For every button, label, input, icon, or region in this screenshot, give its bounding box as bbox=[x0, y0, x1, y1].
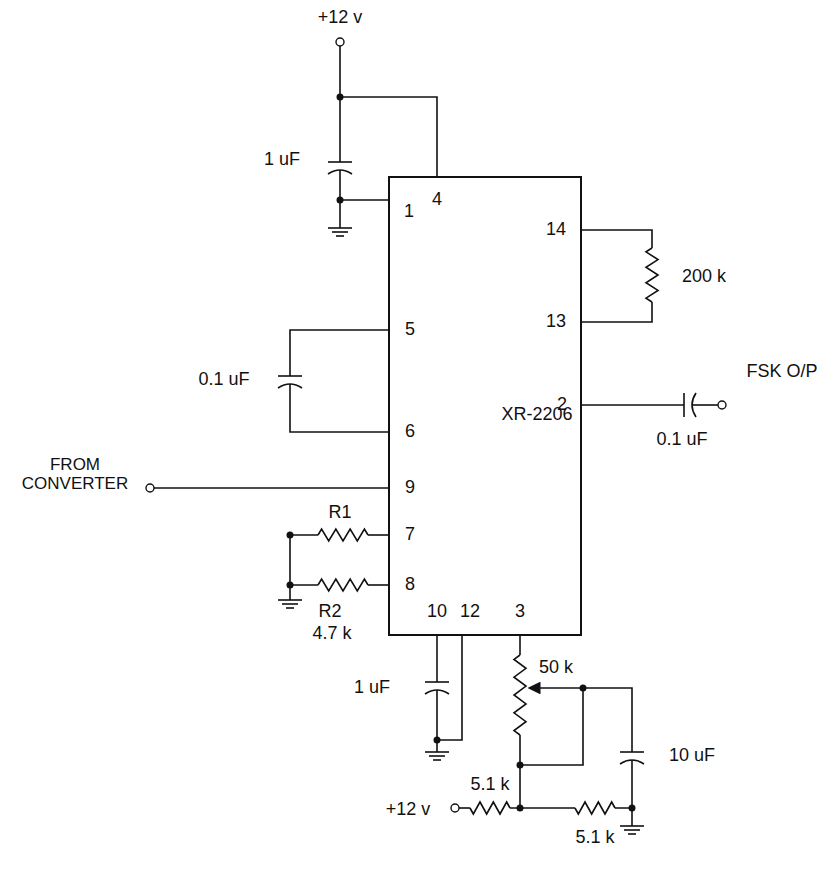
wire bbox=[437, 636, 462, 740]
wire bbox=[692, 404, 718, 406]
pin-number: 12 bbox=[460, 602, 480, 622]
terminal bbox=[451, 804, 459, 812]
ic-package: XR-2206 bbox=[388, 176, 582, 636]
terminal bbox=[718, 401, 726, 409]
ground-symbol bbox=[429, 755, 445, 757]
wire bbox=[340, 46, 437, 176]
pin-number: 7 bbox=[405, 525, 415, 545]
ground-symbol bbox=[328, 227, 352, 229]
pin-number: 14 bbox=[546, 220, 566, 240]
capacitor-plate bbox=[278, 375, 302, 377]
wire bbox=[519, 636, 521, 655]
component-name: R2 bbox=[318, 602, 341, 622]
ground-symbol bbox=[628, 833, 636, 835]
wire bbox=[615, 808, 632, 826]
wire bbox=[340, 170, 388, 200]
wire bbox=[436, 636, 438, 682]
pin-number: 13 bbox=[546, 312, 566, 332]
wire bbox=[520, 688, 583, 765]
junction-dot bbox=[517, 805, 524, 812]
resistor-symbol bbox=[575, 802, 615, 814]
pin-number: 3 bbox=[515, 602, 525, 622]
junction-dot bbox=[287, 582, 294, 589]
wire bbox=[582, 230, 652, 248]
component-value: 10 uF bbox=[669, 746, 715, 766]
ground-symbol bbox=[282, 603, 298, 605]
junction-dot bbox=[287, 532, 294, 539]
component-value: 1 uF bbox=[264, 150, 300, 170]
wire bbox=[583, 688, 632, 752]
component-value: 4.7 k bbox=[312, 624, 351, 644]
junction-dot bbox=[629, 805, 636, 812]
pin-number: 4 bbox=[432, 190, 442, 210]
pin-number: 8 bbox=[405, 575, 415, 595]
ground-symbol bbox=[425, 751, 449, 753]
resistor-symbol bbox=[318, 529, 368, 541]
supply-label: +12 v bbox=[386, 800, 431, 820]
ground-symbol bbox=[332, 231, 348, 233]
wire bbox=[459, 807, 470, 809]
capacitor-plate bbox=[425, 681, 449, 683]
ground-symbol bbox=[278, 599, 302, 601]
pin-number: 6 bbox=[405, 422, 415, 442]
wire bbox=[582, 404, 684, 406]
component-value: 1 uF bbox=[354, 678, 390, 698]
component-value: 0.1 uF bbox=[656, 430, 707, 450]
supply-label: +12 v bbox=[318, 8, 363, 28]
pin-number: 1 bbox=[404, 202, 414, 222]
ground-symbol bbox=[336, 235, 344, 237]
component-name: R1 bbox=[328, 503, 351, 523]
pin-number: 2 bbox=[557, 395, 567, 415]
wire bbox=[631, 760, 633, 808]
junction-dot bbox=[517, 762, 524, 769]
wire bbox=[368, 584, 388, 586]
wire bbox=[582, 302, 652, 322]
component-value: 50 k bbox=[539, 658, 573, 678]
wire bbox=[339, 97, 341, 162]
ground-symbol bbox=[433, 759, 441, 761]
resistor-symbol bbox=[318, 579, 368, 591]
wire bbox=[339, 200, 341, 228]
ground-symbol bbox=[620, 825, 644, 827]
component-value: 5.1 k bbox=[470, 775, 509, 795]
wire bbox=[519, 735, 521, 808]
component-value: 200 k bbox=[682, 267, 726, 287]
capacitor-plate bbox=[328, 161, 352, 163]
pin-number: 10 bbox=[427, 602, 447, 622]
wire bbox=[290, 585, 318, 600]
wire bbox=[368, 534, 388, 536]
resistor-symbol bbox=[470, 802, 510, 814]
capacitor-plate bbox=[683, 393, 685, 417]
wire bbox=[436, 740, 438, 752]
pin-number: 5 bbox=[405, 320, 415, 340]
potentiometer-wiper bbox=[529, 687, 583, 689]
terminal bbox=[146, 484, 154, 492]
wire bbox=[290, 535, 318, 585]
signal-name: FROM CONVERTER bbox=[14, 456, 136, 493]
terminal bbox=[336, 38, 344, 46]
wire bbox=[154, 487, 388, 489]
signal-name: FSK O/P bbox=[746, 362, 817, 382]
capacitor-plate bbox=[620, 751, 644, 753]
ground-symbol bbox=[624, 829, 640, 831]
resistor-symbol bbox=[646, 248, 658, 302]
pin-number: 9 bbox=[405, 478, 415, 498]
component-value: 5.1 k bbox=[575, 828, 614, 848]
component-value: 0.1 uF bbox=[198, 370, 249, 390]
wire bbox=[290, 330, 388, 376]
ground-symbol bbox=[286, 607, 294, 609]
resistor-symbol bbox=[514, 655, 526, 735]
wire bbox=[290, 384, 388, 432]
